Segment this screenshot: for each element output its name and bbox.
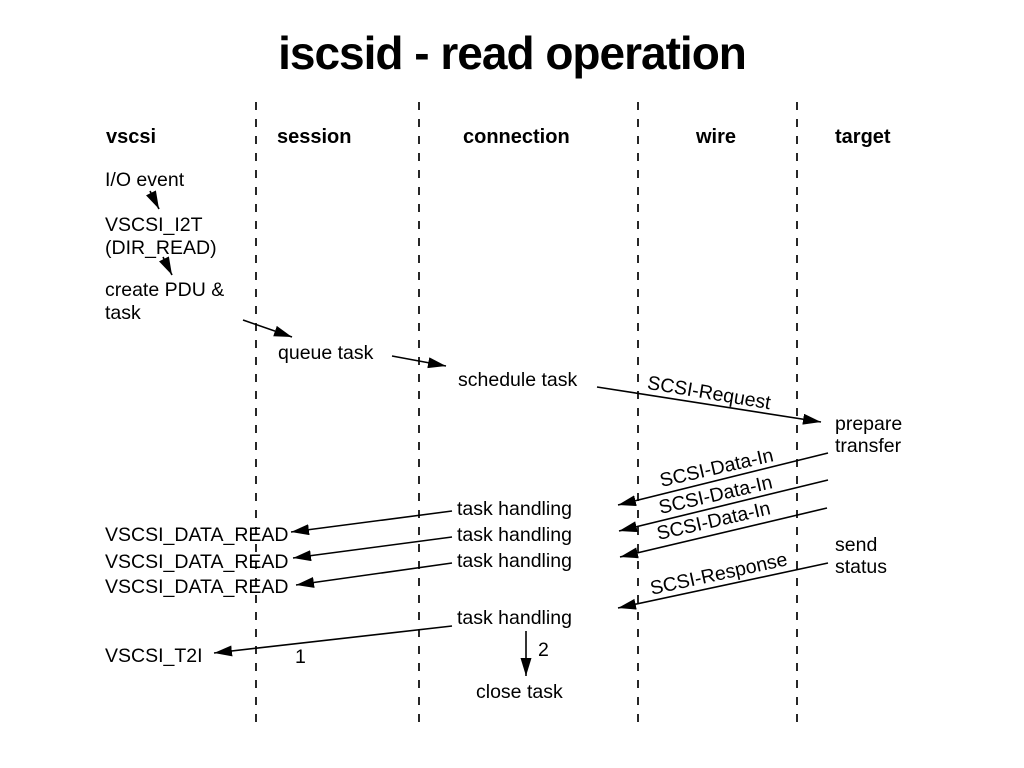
label-task-handling-2: task handling [457,524,572,546]
arrow-task-to-queue-task [242,319,293,338]
arrow-task-handling-3-to-data-read [295,562,453,588]
lane-header-session: session [277,126,351,148]
page-title: iscsid - read operation [278,27,747,79]
arrow-task-handling-4-to-vscsi-t2i [213,625,453,657]
arrow-task-handling-2-to-data-read [292,536,453,562]
label-create-pdu-line1: create PDU & [105,279,224,301]
label-schedule-task: schedule task [458,369,577,391]
arrow-scsi-data-in-1 [617,452,829,507]
label-prepare-line1: prepare [835,413,902,435]
label-queue-task: queue task [278,342,374,364]
arrow-queue-task-to-schedule-task [391,355,447,369]
label-task-handling-3: task handling [457,550,572,572]
label-send-line2: status [835,556,887,578]
arrow-scsi-response [617,562,829,610]
label-close-task: close task [476,681,563,703]
label-vscsi-data-read-1: VSCSI_DATA_READ [105,524,289,546]
label-task-handling-1: task handling [457,498,572,520]
label-step-1: 1 [295,646,306,668]
arrow-scsi-data-in-2 [618,479,829,533]
lane-header-connection: connection [463,126,570,148]
arrow-task-handling-1-to-data-read [290,510,453,536]
label-task-handling-4: task handling [457,607,572,629]
label-prepare-line2: transfer [835,435,902,457]
lane-header-wire: wire [695,126,736,148]
arrow-i2t-to-create-pdu [159,256,173,276]
arrow-scsi-request [596,386,822,425]
label-send-line1: send [835,534,877,556]
label-io-event: I/O event [105,169,185,191]
label-step-2: 2 [538,639,549,661]
label-vscsi-data-read-2: VSCSI_DATA_READ [105,551,289,573]
label-vscsi-data-read-3: VSCSI_DATA_READ [105,576,289,598]
lane-header-vscsi: vscsi [106,126,156,148]
label-vscsi-i2t: VSCSI_I2T [105,214,203,236]
arrow-io-event-to-vscsi-i2t [146,190,160,210]
label-dir-read: (DIR_READ) [105,237,217,259]
label-vscsi-t2i: VSCSI_T2I [105,645,203,667]
label-scsi-request: SCSI-Request [646,372,773,414]
label-scsi-response: SCSI-Response [648,548,789,599]
arrow-scsi-data-in-3 [619,507,828,559]
label-create-pdu-line2: task [105,302,141,324]
lane-header-target: target [835,126,891,148]
